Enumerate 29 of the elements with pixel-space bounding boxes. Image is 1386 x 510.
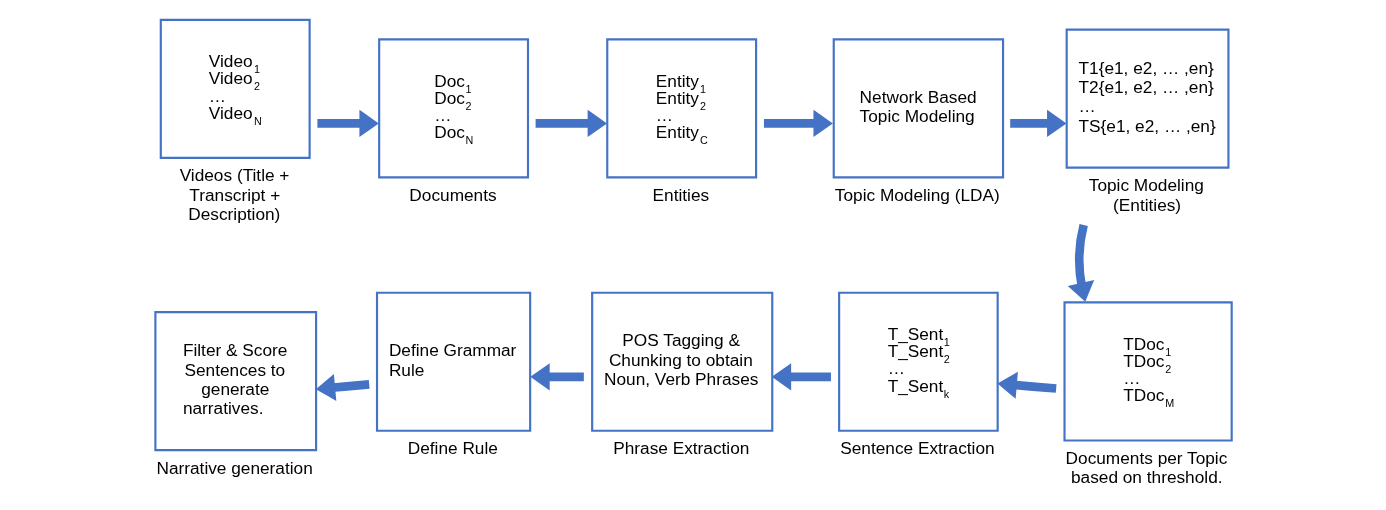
node-box: T1{e1, e2, … ,en} T2{e1, e2, … ,en} … TS{e1, e2, … ,en}	[1065, 28, 1230, 169]
node-box: Entity$_{1}$ Entity$_{2}$ … Entity$_{C}$	[606, 38, 758, 179]
node-label: Sentence Extraction	[840, 438, 995, 459]
arrow	[1010, 109, 1067, 137]
node-box: POS Tagging & Chunking to obtain Noun, Verb Phrases	[591, 291, 774, 432]
arrow	[317, 109, 379, 137]
node-box: Network Based Topic Modeling	[832, 38, 1005, 179]
arrow	[530, 363, 584, 391]
arrow	[1067, 224, 1095, 302]
node-box: Doc$_{1}$ Doc$_{2}$ … Doc$_{N}$	[378, 38, 530, 179]
node-label: Topic Modeling (Entities)	[1088, 175, 1204, 215]
arrow	[771, 363, 831, 391]
node-box: Video$_{1}$ Video$_{2}$ … Video$_{N}$	[159, 18, 311, 159]
node-box: Define Grammar Rule	[375, 291, 532, 432]
node-label: Entities	[652, 184, 710, 205]
node-box: Filter & Score Sentences to generate narratives.	[154, 311, 318, 452]
node-label: Videos (Title + Transcript + Description)	[179, 165, 290, 225]
arrow	[535, 109, 607, 137]
node-label: Define Rule	[407, 438, 498, 459]
node-label: Documents per Topic based on threshold.	[1065, 448, 1228, 488]
node-box: TDoc$_{1}$ TDoc$_{2}$ … TDoc$_{M}$	[1063, 301, 1233, 442]
arrow	[997, 371, 1057, 399]
arrow	[315, 373, 370, 401]
node-box: T_Sent$_{1}$ T_Sent$_{2}$ … T_Sent$_{k}$	[838, 291, 999, 432]
arrow	[763, 109, 833, 137]
node-label: Documents	[409, 184, 497, 205]
node-label: Phrase Extraction	[613, 438, 750, 459]
node-label: Narrative generation	[156, 457, 313, 478]
node-label: Topic Modeling (LDA)	[834, 184, 1000, 205]
